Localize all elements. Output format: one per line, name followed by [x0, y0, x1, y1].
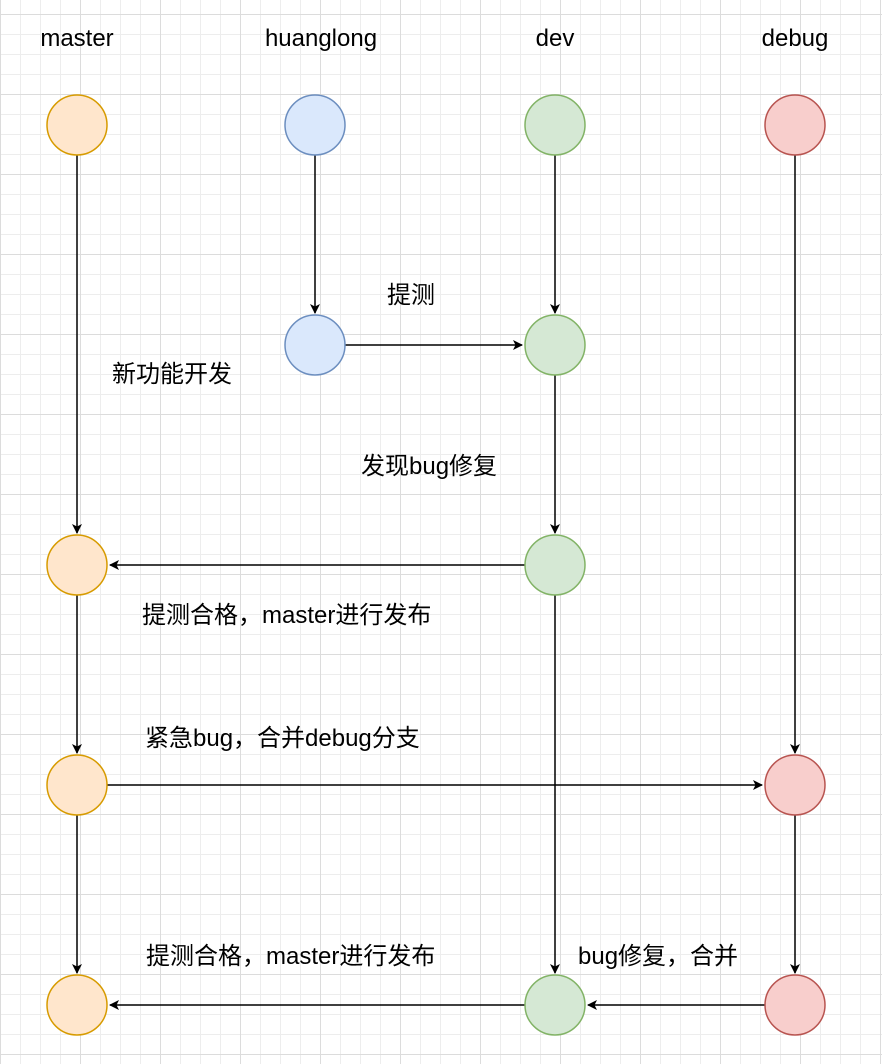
- lane-title-debug: debug: [761, 25, 829, 52]
- nodes: [46, 94, 826, 1036]
- lane-title-master: master: [40, 25, 114, 52]
- master-node-3[interactable]: [46, 754, 108, 816]
- master-node-4[interactable]: [46, 974, 108, 1036]
- debug-node-3[interactable]: [764, 974, 826, 1036]
- edges: [72, 155, 800, 1010]
- label-release-1: 提测合格，master进行发布: [142, 602, 432, 629]
- label-release-2: 提测合格，master进行发布: [146, 943, 436, 970]
- label-bug-fix-merge: bug修复，合并: [578, 943, 739, 970]
- label-urgent-bug: 紧急bug，合并debug分支: [145, 725, 420, 752]
- label-found-bug-fix: 发现bug修复: [361, 453, 498, 480]
- master-node-2[interactable]: [46, 534, 108, 596]
- dev-node-4[interactable]: [524, 974, 586, 1036]
- dev-node-1[interactable]: [524, 94, 586, 156]
- huanglong-node-1[interactable]: [284, 94, 346, 156]
- label-submit-test: 提测: [387, 282, 435, 309]
- master-node-1[interactable]: [46, 94, 108, 156]
- huanglong-node-2[interactable]: [284, 314, 346, 376]
- dev-node-2[interactable]: [524, 314, 586, 376]
- lane-title-dev: dev: [535, 25, 575, 52]
- debug-node-2[interactable]: [764, 754, 826, 816]
- lane-title-huanglong: huanglong: [264, 25, 378, 52]
- dev-node-3[interactable]: [524, 534, 586, 596]
- label-new-feature: 新功能开发: [112, 361, 232, 388]
- debug-node-1[interactable]: [764, 94, 826, 156]
